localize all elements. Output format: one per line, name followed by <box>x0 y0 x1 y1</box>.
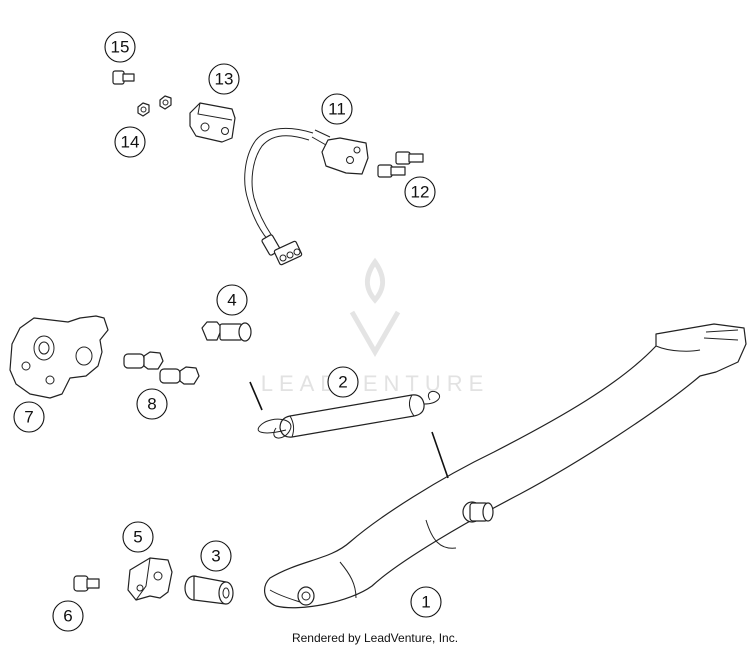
callout-8-label: 8 <box>147 395 156 414</box>
part-1-sidestand <box>264 323 747 609</box>
watermark-logo-icon <box>349 257 401 358</box>
callout-13-label: 13 <box>215 70 234 89</box>
part-13-switch <box>189 102 236 143</box>
part-8-bolts <box>123 351 200 385</box>
callout-6: 6 <box>52 600 84 632</box>
watermark: LEADVENTURE <box>261 257 490 396</box>
callout-2: 2 <box>327 366 359 398</box>
callout-15: 15 <box>104 31 136 63</box>
part-15-bolt <box>112 70 135 85</box>
part-6-bolt <box>73 575 100 592</box>
callout-5: 5 <box>122 521 154 553</box>
part-12-screws <box>377 151 424 178</box>
part-2-spring <box>257 391 440 439</box>
leader-line-2-right <box>431 431 449 479</box>
callout-3-label: 3 <box>211 547 220 566</box>
part-4-sensor <box>201 321 252 342</box>
watermark-text: LEADVENTURE <box>261 371 490 396</box>
callout-14-label: 14 <box>121 133 140 152</box>
callout-12: 12 <box>404 176 436 208</box>
callout-1-label: 1 <box>421 593 430 612</box>
part-14-nuts <box>137 95 172 117</box>
callout-3: 3 <box>200 540 232 572</box>
callout-11-label: 11 <box>328 100 346 119</box>
callout-13: 13 <box>208 63 240 95</box>
callout-12-label: 12 <box>411 183 430 202</box>
callout-14: 14 <box>114 126 146 158</box>
part-11-switch-cable <box>244 127 369 266</box>
footer-credit: Rendered by LeadVenture, Inc. <box>291 631 459 645</box>
part-7-bracket <box>9 315 109 399</box>
callout-8: 8 <box>136 388 168 420</box>
callout-7: 7 <box>13 401 45 433</box>
callout-6-label: 6 <box>63 607 72 626</box>
callout-5-label: 5 <box>133 528 142 547</box>
callout-4-label: 4 <box>227 291 236 310</box>
callout-11: 11 <box>321 93 353 125</box>
callout-7-label: 7 <box>24 408 33 427</box>
part-5-bracket <box>127 557 173 601</box>
leader-line-2-left <box>249 381 263 411</box>
callout-1: 1 <box>410 586 442 618</box>
callout-15-label: 15 <box>111 38 130 57</box>
part-3-bushing <box>184 575 234 605</box>
callout-2-label: 2 <box>338 373 347 392</box>
callout-4: 4 <box>216 284 248 316</box>
